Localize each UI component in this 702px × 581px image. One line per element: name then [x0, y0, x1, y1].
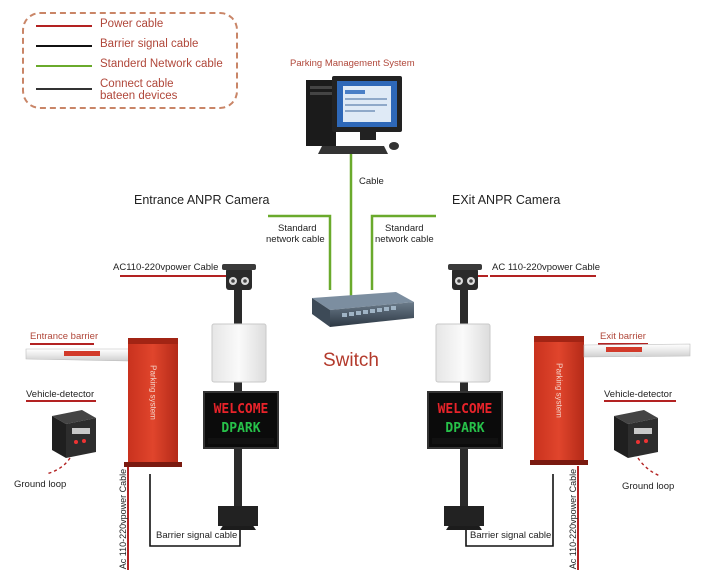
exit-vertical-power-label: Ac 110-220vpower Cable [568, 468, 578, 570]
exit-camera-title: EXit ANPR Camera [452, 193, 561, 207]
entrance-led-display [203, 391, 279, 449]
exit-display-line2: DPARK [445, 421, 485, 436]
legend: Power cable Barrier signal cable Stander… [22, 12, 238, 109]
entrance-barrier-label: Entrance barrier [30, 331, 99, 342]
exit-vehicle-detector-icon [614, 410, 658, 458]
exit-camera-icon [448, 264, 482, 290]
legend-label-network: Standerd Network cable [100, 58, 223, 70]
exit-power-label: AC 110-220vpower Cable [492, 262, 601, 273]
legend-swatch-connect [36, 88, 92, 90]
exit-barrier-signal-label: Barrier signal cable [470, 530, 552, 541]
exit-rfid-reader [435, 323, 491, 383]
exit-ground-loop-link [637, 457, 661, 477]
entrance-network-label-1: Standard [278, 223, 317, 234]
entrance-barrier [25, 338, 182, 467]
exit-detector-label: Vehicle-detector [604, 389, 673, 400]
cable-label: Cable [359, 176, 384, 187]
legend-label-connect-2: bateen devices [100, 90, 178, 102]
entrance-ground-loop-label: Ground loop [14, 479, 67, 490]
network-cables [268, 150, 436, 298]
legend-label-connect-1: Connect cable [100, 78, 174, 90]
entrance-camera-icon [222, 264, 256, 290]
entrance-vertical-power-label: Ac 110-220vpower Cable [118, 468, 128, 570]
entrance-network-label-2: network cable [266, 234, 325, 245]
legend-swatch-barrier [36, 45, 92, 47]
entrance-power-label: AC110-220vpower Cable [113, 262, 219, 273]
exit-display-line1: WELCOME [437, 402, 493, 417]
entrance-network-cable [268, 214, 332, 290]
exit-ground-loop-label: Ground loop [622, 481, 675, 492]
exit-network-cable [370, 214, 436, 290]
ground-loop-cables [45, 457, 661, 477]
exit-network-label-1: Standard [385, 223, 424, 234]
entrance-barrier-box-text: Parking system [148, 365, 158, 420]
entrance-barrier-signal [149, 474, 241, 547]
legend-swatch-network [36, 65, 92, 67]
entrance-ground-loop-link [45, 457, 71, 475]
exit-barrier [530, 336, 691, 465]
entrance-detector-label: Vehicle-detector [26, 389, 95, 400]
entrance-barrier-signal-label: Barrier signal cable [156, 530, 238, 541]
legend-label-barrier: Barrier signal cable [100, 38, 199, 50]
entrance-display-line1: WELCOME [213, 402, 269, 417]
entrance-vehicle-detector-icon [52, 410, 96, 458]
exit-barrier-label: Exit barrier [600, 331, 646, 342]
pms-title: Parking Management System [290, 58, 415, 69]
exit-barrier-box-text: Parking system [554, 363, 564, 418]
computer-icon [306, 76, 402, 154]
legend-label-power: Power cable [100, 18, 164, 30]
barrier-signal-cables [149, 474, 554, 547]
switch-label: Switch [323, 350, 379, 371]
legend-swatch-power [36, 25, 92, 27]
network-switch-icon [312, 292, 414, 327]
exit-led-display [427, 391, 503, 449]
exit-barrier-signal [465, 474, 554, 547]
entrance-rfid-reader [211, 323, 267, 383]
entrance-camera-title: Entrance ANPR Camera [134, 193, 270, 207]
entrance-display-line2: DPARK [221, 421, 261, 436]
exit-network-label-2: network cable [375, 234, 434, 245]
